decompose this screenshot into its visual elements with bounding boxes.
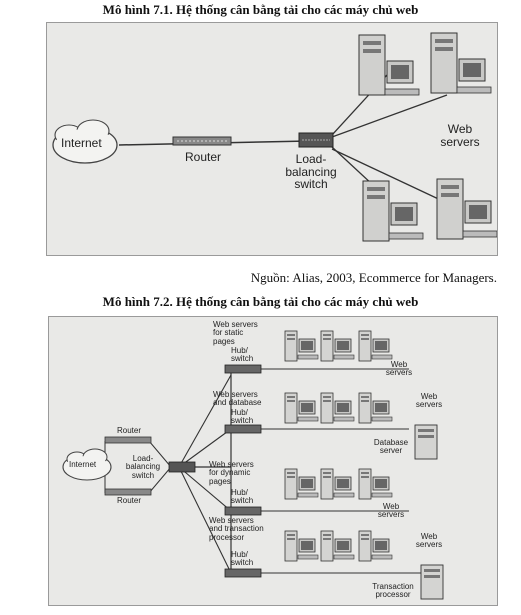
database-server-label-line-2: server xyxy=(379,446,403,456)
web-servers-label: Web servers xyxy=(433,123,487,148)
web-servers-label-line-2: servers xyxy=(415,400,443,410)
load-balancing-switch-icon xyxy=(298,132,334,148)
internet-cloud-icon xyxy=(52,119,118,164)
web-server-icon xyxy=(284,530,319,562)
web-server-icon xyxy=(362,180,424,242)
hub-label-line-2: switch xyxy=(231,496,254,506)
hub-switch-icon xyxy=(224,568,262,578)
router-top-label: Router xyxy=(117,426,142,435)
hub-label-line-1: Hub/ xyxy=(231,408,248,417)
web-server-icon xyxy=(284,392,319,424)
web-server-icon xyxy=(320,392,355,424)
group-dynamic-line-1: Web servers xyxy=(209,460,254,469)
router-bottom-label: Router xyxy=(117,496,142,505)
web-servers-label: Web servers xyxy=(371,502,411,520)
group-transaction-line-3: processor xyxy=(209,532,245,542)
lb-label-line-1: Load- xyxy=(132,454,154,463)
internet-label: Internet xyxy=(69,460,97,469)
transaction-processor-label-line-1: Transaction xyxy=(372,582,414,591)
web-server-icon xyxy=(320,468,355,500)
group-transaction-line-2: and transaction xyxy=(209,524,264,534)
figure-2-diagram: Internet Router Router Load- balancing s… xyxy=(48,316,498,606)
hub-switch-icon xyxy=(224,506,262,516)
web-servers-label-line-1: Web xyxy=(420,392,438,401)
web-server-icon xyxy=(358,468,393,500)
web-servers-label-line-1: Web xyxy=(447,122,473,136)
web-servers-label: Web servers xyxy=(409,392,449,410)
group-database-label: Web servers and database xyxy=(213,390,262,408)
figure-1-diagram: Internet Router Load- balancing switch W… xyxy=(46,22,498,256)
group-dynamic-label: Web servers for dynamic pages xyxy=(209,460,254,486)
group-transaction-line-1: Web servers xyxy=(209,516,254,525)
load-balancing-switch-label: Load- balancing switch xyxy=(283,153,339,191)
web-servers-label-line-2: servers xyxy=(377,510,405,520)
web-servers-label-line-1: Web xyxy=(390,360,408,369)
group-database-line-2: and database xyxy=(213,398,262,408)
hub-switch-icon xyxy=(224,364,262,374)
group-dynamic-line-3: pages xyxy=(209,476,231,486)
web-server-icon xyxy=(358,34,420,96)
figure-2-lines xyxy=(62,330,444,600)
web-server-icon xyxy=(358,330,393,362)
lb-label-line-1: Load- xyxy=(295,152,327,166)
hub-label-line-2: switch xyxy=(231,416,254,426)
internet-label: Internet xyxy=(61,136,102,150)
hub-label: Hub/ switch xyxy=(231,408,254,426)
hub-label-line-1: Hub/ xyxy=(231,550,248,559)
web-servers-label-line-1: Web xyxy=(382,502,400,511)
router-icon xyxy=(104,436,152,444)
group-static-line-1: Web servers xyxy=(213,320,258,329)
transaction-processor-label: Transaction processor xyxy=(365,582,421,600)
figure-2-caption: Mô hình 7.2. Hệ thống cân bằng tải cho c… xyxy=(102,294,419,309)
group-static-label: Web servers for static pages xyxy=(213,320,258,346)
figure-1-lines xyxy=(52,32,497,242)
database-server-label-line-1: Database xyxy=(373,438,409,447)
web-server-icon xyxy=(284,330,319,362)
router-icon xyxy=(104,488,152,496)
group-database-line-1: Web servers xyxy=(213,390,258,399)
web-server-icon xyxy=(320,530,355,562)
hub-label-line-2: switch xyxy=(231,354,254,364)
web-server-icon xyxy=(320,330,355,362)
web-server-icon xyxy=(430,32,492,94)
web-servers-label-line-1: Web xyxy=(420,532,438,541)
lb-label-line-3: switch xyxy=(294,177,328,192)
web-servers-label-line-2: servers xyxy=(415,540,443,550)
lb-label-line-2: balancing xyxy=(285,164,337,179)
hub-label: Hub/ switch xyxy=(231,346,254,364)
load-balancing-switch-label: Load- balancing switch xyxy=(119,454,167,480)
group-transaction-label: Web servers and transaction processor xyxy=(209,516,264,542)
hub-switch-icon xyxy=(224,424,262,434)
internet-cloud-icon xyxy=(62,448,112,481)
group-dynamic-line-2: for dynamic xyxy=(209,468,251,478)
group-static-line-2: for static xyxy=(213,328,244,338)
router-icon xyxy=(172,136,232,146)
web-servers-label-line-2: servers xyxy=(385,368,413,378)
group-static-line-3: pages xyxy=(213,336,235,346)
hub-label: Hub/ switch xyxy=(231,550,254,568)
hub-label: Hub/ switch xyxy=(231,488,254,506)
web-servers-label: Web servers xyxy=(379,360,419,378)
load-balancing-switch-icon xyxy=(168,461,196,473)
hub-label-line-2: switch xyxy=(231,558,254,568)
router-label: Router xyxy=(185,150,222,164)
web-server-icon xyxy=(358,530,393,562)
web-server-icon xyxy=(284,468,319,500)
web-server-icon xyxy=(358,392,393,424)
lb-label-line-3: switch xyxy=(131,470,155,480)
figure-1-caption: Mô hình 7.1. Hệ thống cân bằng tải cho c… xyxy=(102,2,419,17)
transaction-processor-icon xyxy=(420,564,444,600)
figure-1-source: Nguồn: Alias, 2003, Ecommerce for Manage… xyxy=(250,270,497,285)
hub-label-line-1: Hub/ xyxy=(231,346,248,355)
database-server-icon xyxy=(414,424,438,460)
web-server-icon xyxy=(436,178,497,240)
hub-label-line-1: Hub/ xyxy=(231,488,248,497)
web-servers-label: Web servers xyxy=(409,532,449,550)
database-server-label: Database server xyxy=(367,438,415,456)
transaction-processor-label-line-2: processor xyxy=(375,590,411,600)
lb-label-line-2: balancing xyxy=(125,462,161,472)
web-servers-label-line-2: servers xyxy=(440,134,480,149)
